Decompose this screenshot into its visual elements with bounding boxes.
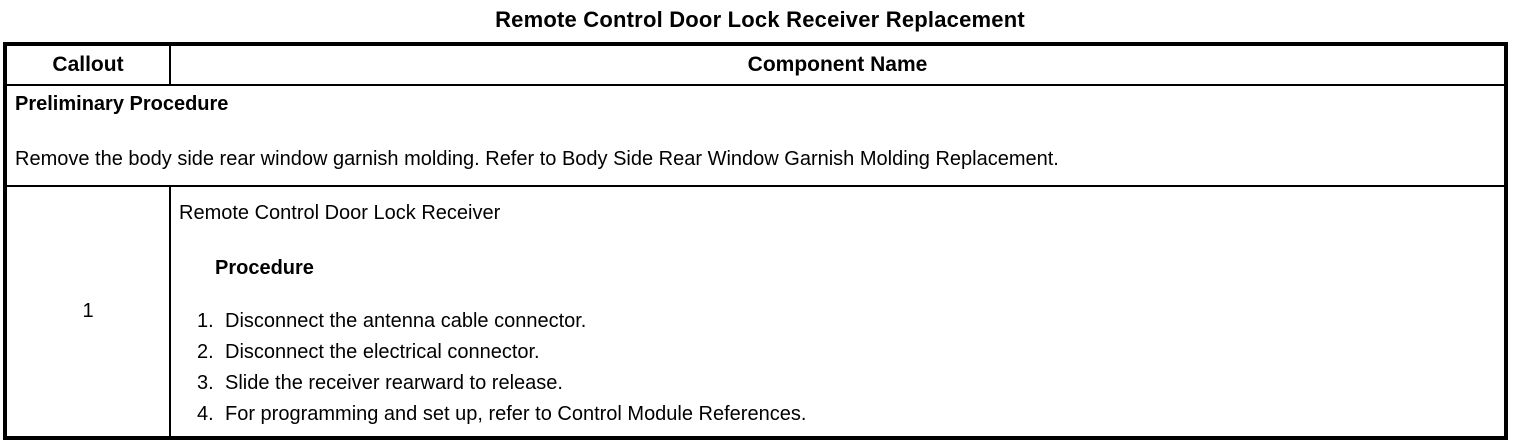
- preliminary-procedure-text: Remove the body side rear window garnish…: [15, 148, 1059, 170]
- preliminary-procedure-cell: Preliminary Procedure Remove the body si…: [4, 84, 1507, 187]
- component-cell: Remote Control Door Lock Receiver Proced…: [169, 185, 1507, 439]
- page-title: Remote Control Door Lock Receiver Replac…: [495, 7, 1025, 32]
- column-header-callout: Callout: [4, 43, 171, 86]
- table-row: 1 Remote Control Door Lock Receiver Proc…: [4, 185, 1507, 439]
- step-number: 3.: [197, 372, 214, 394]
- component-name: Remote Control Door Lock Receiver: [179, 202, 501, 224]
- step-item: 4. For programming and set up, refer to …: [197, 403, 1494, 426]
- step-text: Disconnect the antenna cable connector.: [225, 310, 587, 332]
- procedure-steps: 1. Disconnect the antenna cable connecto…: [179, 310, 1494, 426]
- step-number: 2.: [197, 341, 214, 363]
- step-item: 2. Disconnect the electrical connector.: [197, 341, 1494, 364]
- column-header-component-name: Component Name: [169, 43, 1507, 86]
- step-text: For programming and set up, refer to Con…: [225, 403, 807, 425]
- step-number: 4.: [197, 403, 214, 425]
- callout-value: 1: [4, 185, 171, 439]
- step-number: 1.: [197, 310, 214, 332]
- step-item: 3. Slide the receiver rearward to releas…: [197, 372, 1494, 395]
- preliminary-procedure-heading: Preliminary Procedure: [15, 93, 229, 115]
- step-text: Disconnect the electrical connector.: [225, 341, 540, 363]
- table-header-row: Callout Component Name: [4, 43, 1507, 86]
- preliminary-procedure-row: Preliminary Procedure Remove the body si…: [4, 84, 1507, 187]
- step-text: Slide the receiver rearward to release.: [225, 372, 563, 394]
- step-item: 1. Disconnect the antenna cable connecto…: [197, 310, 1494, 333]
- procedure-heading: Procedure: [215, 257, 314, 279]
- component-table: Callout Component Name Preliminary Proce…: [3, 42, 1508, 440]
